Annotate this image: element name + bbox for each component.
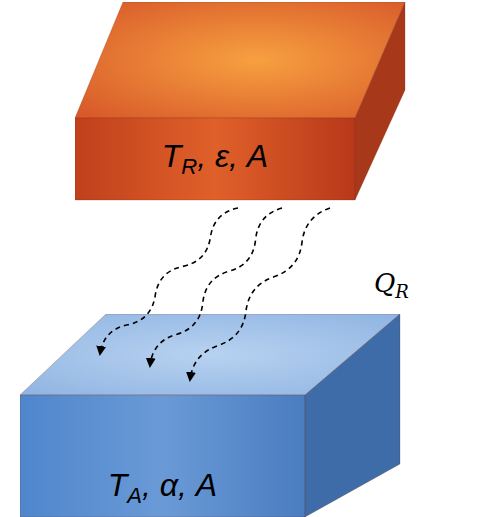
hot-plate-front-face <box>75 118 355 200</box>
subscript: A <box>127 483 142 508</box>
plate-text: , ε, A <box>197 138 268 174</box>
plate-text: T <box>108 467 128 503</box>
plate-label: TA, α, A <box>108 469 217 507</box>
cold-plate-front-face <box>20 395 305 517</box>
cold-plate-side-face <box>305 314 400 517</box>
hot-plate-top-face <box>75 2 405 118</box>
heat-symbol: Q <box>374 268 395 298</box>
subscript: R <box>395 281 409 302</box>
plate: TA, α, A <box>20 314 402 517</box>
plate-text: T <box>162 138 182 174</box>
hot-plate-side-face <box>355 2 405 200</box>
plate: TR, ε, A <box>75 2 407 202</box>
heat-flow-label: QR <box>374 270 409 301</box>
plate-label: TR, ε, A <box>162 140 268 178</box>
subscript: R <box>181 154 197 179</box>
plate-text: , α, A <box>142 467 217 503</box>
